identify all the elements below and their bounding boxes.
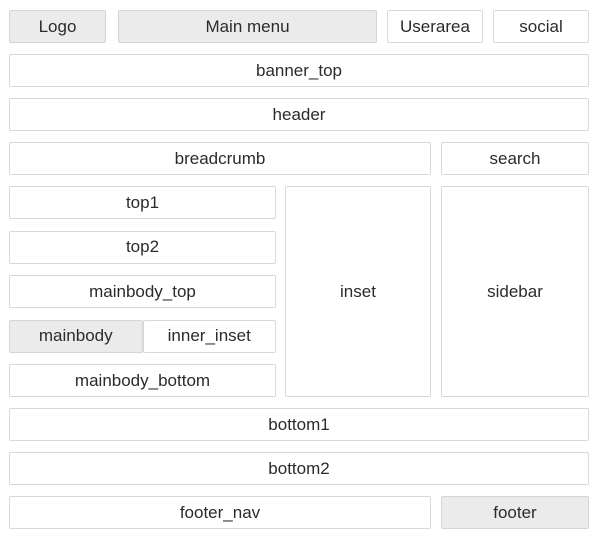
breadcrumb-block: breadcrumb — [9, 142, 431, 175]
header-block: header — [9, 98, 589, 131]
bottom2-row: bottom2 — [9, 452, 589, 485]
footer-nav-block: footer_nav — [9, 496, 431, 529]
bottom1-block: bottom1 — [9, 408, 589, 441]
banner-top-block: banner_top — [9, 54, 589, 87]
main-section: top1 top2 mainbody_top mainbody inner_in… — [9, 186, 589, 397]
mainbody-bottom-block: mainbody_bottom — [9, 364, 276, 397]
header-row: header — [9, 98, 589, 131]
search-block: search — [441, 142, 589, 175]
mainbody-top-block: mainbody_top — [9, 275, 276, 308]
breadcrumb-row: breadcrumb search — [9, 142, 589, 175]
mainbody-inner-row: mainbody inner_inset — [9, 319, 276, 353]
logo-block: Logo — [9, 10, 106, 43]
footer-block: footer — [441, 496, 589, 529]
mainbody-block: mainbody — [9, 319, 143, 353]
banner-top-row: banner_top — [9, 54, 589, 87]
top2-block: top2 — [9, 230, 276, 264]
inset-block: inset — [285, 186, 431, 397]
userarea-block: Userarea — [387, 10, 483, 43]
bottom1-row: bottom1 — [9, 408, 589, 441]
top-bar-row: Logo Main menu Userarea social — [9, 10, 589, 43]
footer-row: footer_nav footer — [9, 496, 589, 529]
main-left-column: top1 top2 mainbody_top mainbody inner_in… — [9, 186, 276, 397]
social-block: social — [493, 10, 589, 43]
inner-inset-block: inner_inset — [142, 319, 276, 353]
main-menu-block: Main menu — [118, 10, 377, 43]
top1-block: top1 — [9, 186, 276, 219]
bottom2-block: bottom2 — [9, 452, 589, 485]
sidebar-block: sidebar — [441, 186, 589, 397]
